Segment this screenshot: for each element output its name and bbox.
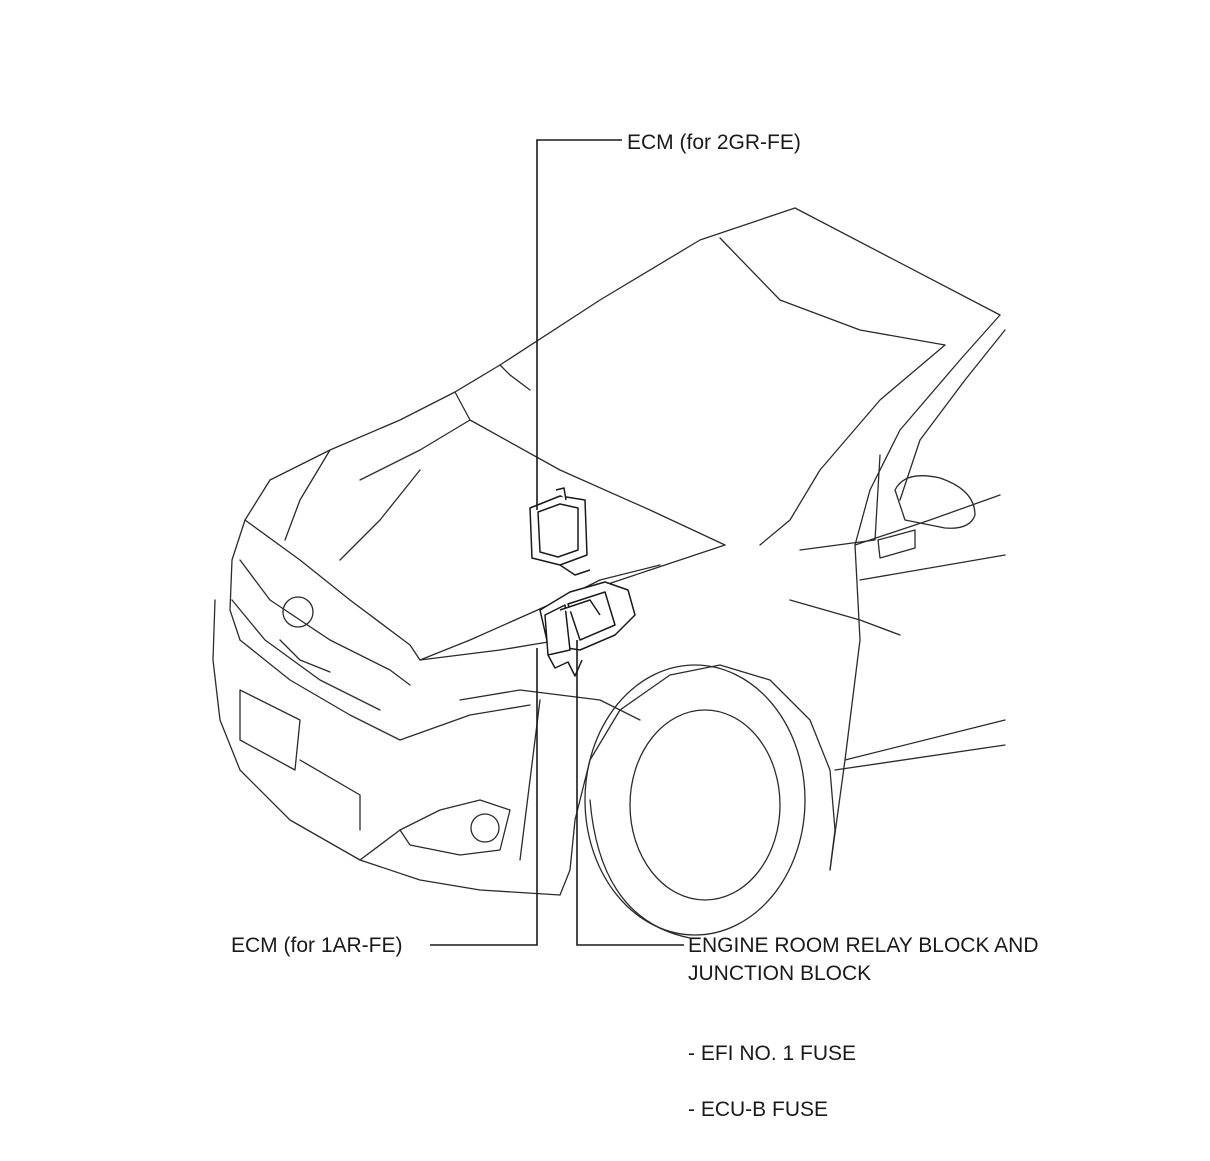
relay-block-part (539, 581, 636, 677)
fuse-ecu-b: - ECU-B FUSE (688, 1098, 829, 1121)
relay-block-label-line2: JUNCTION BLOCK (688, 962, 872, 985)
leader-ecm-1ar (430, 648, 538, 946)
leader-lines (430, 139, 684, 946)
leader-relay-block (576, 640, 684, 946)
ecm-1ar-label: ECM (for 1AR-FE) (231, 934, 403, 957)
ecm-2gr-part (529, 487, 591, 576)
fuse-efi-no1: - EFI NO. 1 FUSE (688, 1042, 857, 1065)
car-body (212, 207, 1006, 939)
relay-block-label: ENGINE ROOM RELAY BLOCK AND JUNCTION BLO… (688, 932, 1038, 988)
relay-block-label-line1: ENGINE ROOM RELAY BLOCK AND (688, 934, 1039, 957)
ecm-2gr-label: ECM (for 2GR-FE) (627, 131, 801, 154)
leader-ecm-2gr (536, 139, 622, 510)
